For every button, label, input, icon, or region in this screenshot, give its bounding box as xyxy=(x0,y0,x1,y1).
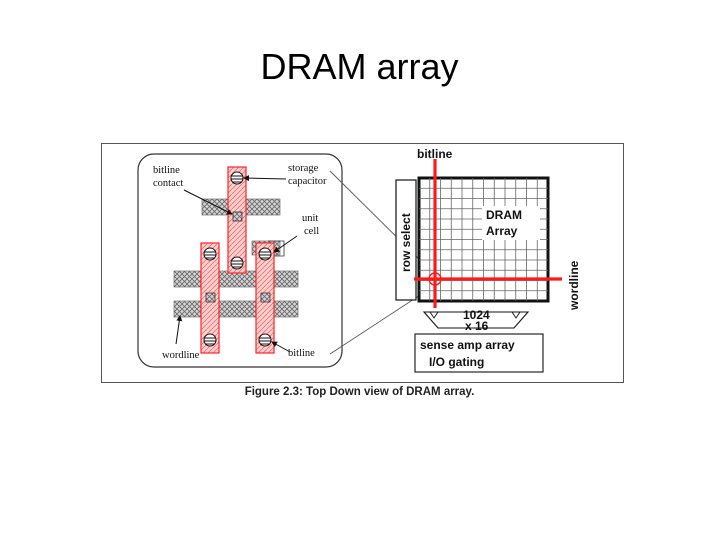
unit-cell-outline xyxy=(268,240,285,257)
column-mux xyxy=(422,311,530,329)
arrow-bitline-contact xyxy=(183,189,233,215)
label-dram-array-1: DRAM xyxy=(486,208,522,222)
capacitor-3 xyxy=(203,247,217,261)
label-row-select: row select xyxy=(399,213,413,272)
label-bitline-contact-2: contact xyxy=(153,178,183,189)
figure-caption: Figure 2.3: Top Down view of DRAM array. xyxy=(0,386,719,398)
arrow-wordline xyxy=(175,315,183,345)
label-wordline-left: wordline xyxy=(162,350,200,361)
label-bitline-left: bitline xyxy=(288,348,315,359)
label-storage-capacitor-2: capacitor xyxy=(288,176,327,187)
capacitor-6 xyxy=(258,333,272,347)
label-sense-amp-1: sense amp array xyxy=(420,338,515,352)
figure-frame: bitline contact storage capacitor unit c… xyxy=(101,143,624,383)
array-panel: row select DRAM Array bitline wordline 1… xyxy=(395,147,581,373)
selected-cell xyxy=(428,272,442,286)
leader-arrows xyxy=(175,175,298,353)
caption-label: Figure 2.3: xyxy=(244,386,303,398)
label-wordline-right: wordline xyxy=(567,260,581,311)
capacitor-4 xyxy=(258,247,272,261)
label-storage-capacitor-1: storage xyxy=(288,163,319,174)
bitline-contact-3 xyxy=(260,292,271,303)
row-select-block xyxy=(395,179,417,301)
arrow-unit-cell xyxy=(273,235,298,253)
slide-title: DRAM array xyxy=(260,46,459,87)
label-bitline-top: bitline xyxy=(417,147,453,161)
capacitor-1 xyxy=(230,171,244,185)
label-bitline-contact-1: bitline xyxy=(153,165,180,176)
bitline-contact-1 xyxy=(232,211,243,222)
bitline-contact-2 xyxy=(205,292,216,303)
label-unit-cell-1: unit xyxy=(302,213,318,224)
label-mux-1: 1024 xyxy=(463,308,490,322)
dram-diagram: bitline contact storage capacitor unit c… xyxy=(137,147,581,373)
caption-text: Top Down view of DRAM array. xyxy=(302,386,475,398)
arrow-bitline xyxy=(271,341,291,353)
label-dram-array-2: Array xyxy=(486,224,518,238)
mux-ticks xyxy=(429,311,521,319)
capacitor-2 xyxy=(230,256,244,270)
wordline-band-bottom xyxy=(173,300,299,318)
bitline-contacts xyxy=(205,211,271,303)
label-unit-cell-2: cell xyxy=(304,226,319,237)
dram-array-label-bg xyxy=(482,206,540,240)
label-sense-amp-2: I/O gating xyxy=(429,355,484,369)
sense-amp-box xyxy=(414,333,544,373)
capacitor-5 xyxy=(203,333,217,347)
layout-panel: bitline contact storage capacitor unit c… xyxy=(137,153,343,368)
arrow-storage-capacitor xyxy=(243,175,287,182)
label-mux-2: x 16 xyxy=(465,319,489,333)
capacitors xyxy=(203,171,272,347)
